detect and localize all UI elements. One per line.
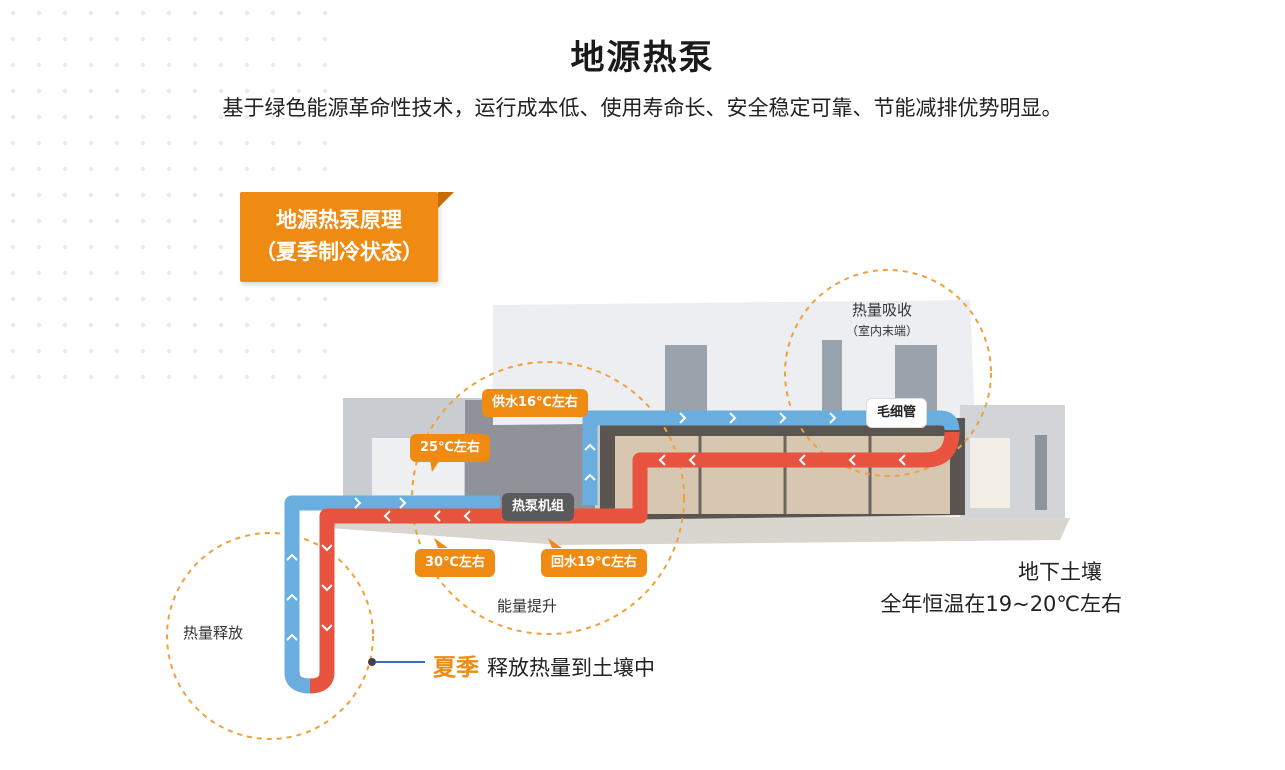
window-right [970,438,1010,508]
label-heat-pump-unit: 热泵机组 [502,493,575,521]
note-pointer-dot [368,658,376,666]
principle-tag-line2: （夏季制冷状态） [255,240,423,264]
label-heat-release: 热量释放 [183,624,244,642]
page-title: 地源热泵 [570,38,715,78]
upper-floor [493,300,975,425]
label-heat-absorb-sub: （室内末端） [846,324,919,338]
label-supply-water: 供水16℃左右 [482,389,588,417]
label-capillary: 毛细管 [866,398,928,428]
window-upper-1 [665,345,707,415]
heat-release-circle [166,532,374,740]
soil-info: 地下土壤 全年恒温在19~20℃左右 [850,556,1122,620]
energy-boost-circle [411,361,685,635]
label-heat-absorb: 热量吸收 [852,301,913,319]
summer-note: 夏季释放热量到土壤中 [433,648,655,682]
principle-tag-line1: 地源热泵原理 [276,208,402,232]
soil-temperature: 全年恒温在19~20℃左右 [880,592,1122,616]
tag-fold-corner [438,192,454,208]
window-right-slim [1035,435,1047,510]
heat-absorb-circle [784,269,992,477]
label-return-water: 回水19℃左右 [541,549,647,577]
window-upper-2 [822,340,842,415]
living-room [615,436,950,514]
label-temp-25: 25℃左右 [410,434,490,462]
summer-season: 夏季 [433,655,479,681]
page-subtitle: 基于绿色能源革命性技术，运行成本低、使用寿命长、安全稳定可靠、节能减排优势明显。 [222,96,1063,120]
cold-pipe-bottom [284,600,311,694]
soil-title: 地下土壤 [1018,560,1102,584]
label-energy-boost: 能量提升 [497,597,558,615]
label-temp-30: 30℃左右 [415,549,495,577]
flow-arrows [286,412,906,641]
principle-tag: 地源热泵原理 （夏季制冷状态） [240,192,438,282]
summer-text: 释放热量到土壤中 [487,656,655,680]
